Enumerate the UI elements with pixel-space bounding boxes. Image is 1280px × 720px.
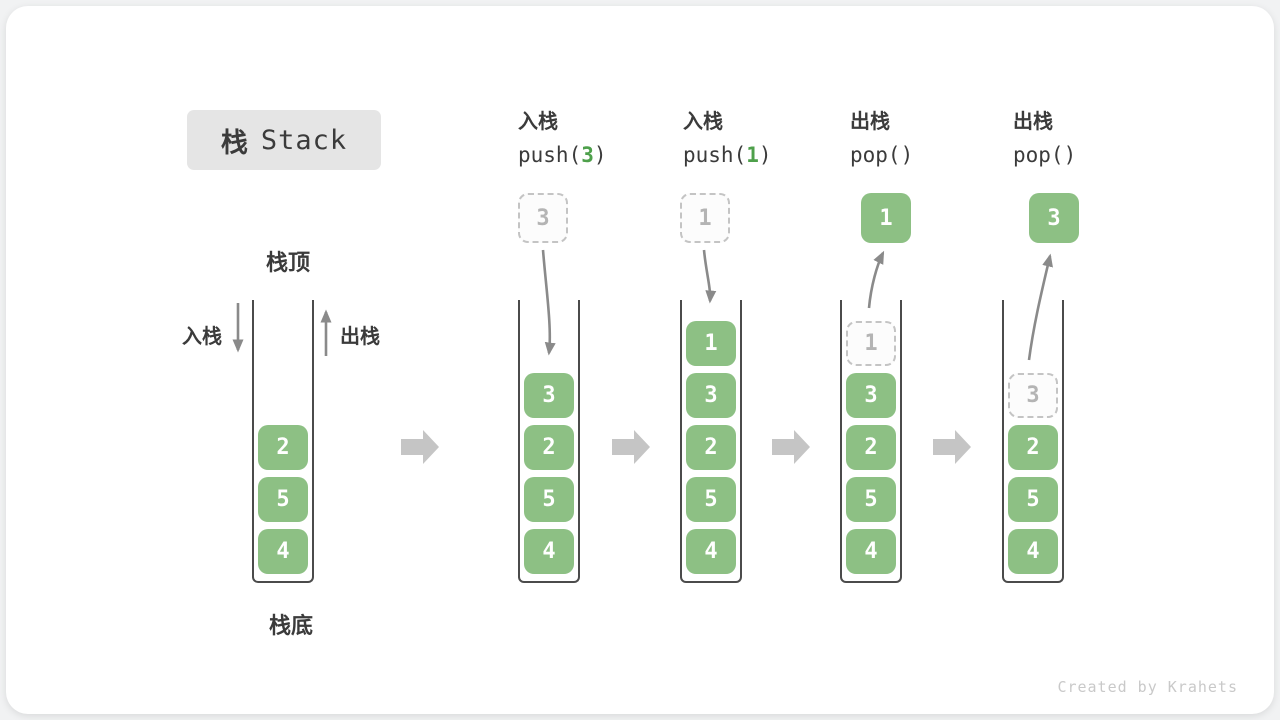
- stack-container-initial: [252, 300, 314, 583]
- stack-item: 5: [524, 477, 574, 522]
- stage-op-code-arg: 3: [581, 143, 594, 167]
- stack-item: 1: [686, 321, 736, 366]
- stage-op-cn: 入栈: [518, 111, 558, 133]
- push-side-label: 入栈: [182, 326, 222, 348]
- stage-op-code-pre: push(: [683, 143, 747, 167]
- stack-item: 3: [524, 373, 574, 418]
- stack-item: 3: [846, 373, 896, 418]
- stack-item: 2: [686, 425, 736, 470]
- stage-op-code: pop(): [850, 143, 913, 167]
- stack-slot-dashed: 1: [846, 321, 896, 366]
- stack-item: 5: [686, 477, 736, 522]
- stack-item: 3: [686, 373, 736, 418]
- stack-slot-dashed: 3: [1008, 373, 1058, 418]
- stack-container-pop-1: [840, 300, 902, 583]
- stack-item: 4: [524, 529, 574, 574]
- stage-op-code: pop(): [1013, 143, 1076, 167]
- stage-op-pop-3: 出栈 pop(): [1013, 105, 1076, 167]
- stack-container-push-3: [518, 300, 580, 583]
- stage-op-cn: 出栈: [850, 111, 890, 133]
- stack-item: 2: [846, 425, 896, 470]
- stack-item: 4: [686, 529, 736, 574]
- stack-top-label: 栈顶: [265, 250, 311, 275]
- stack-item: 5: [258, 477, 308, 522]
- stage-op-code-post: ): [758, 143, 772, 167]
- stack-item: 5: [1008, 477, 1058, 522]
- floating-value-push-1: 1: [680, 193, 730, 243]
- stage-op-code: push(1): [683, 143, 772, 167]
- stack-item: 4: [846, 529, 896, 574]
- stage-op-cn: 出栈: [1013, 111, 1053, 133]
- title-cn: 栈: [220, 127, 248, 158]
- stage-op-push-3: 入栈 push(3): [518, 105, 607, 167]
- stack-item: 2: [1008, 425, 1058, 470]
- stack-item: 4: [1008, 529, 1058, 574]
- pop-side-label: 出栈: [340, 326, 380, 348]
- stack-item: 4: [258, 529, 308, 574]
- floating-value-pop-3: 3: [1029, 193, 1079, 243]
- stage-op-code: push(3): [518, 143, 607, 167]
- stack-item: 2: [258, 425, 308, 470]
- stage-op-push-1: 入栈 push(1): [683, 105, 772, 167]
- title-en: Stack: [260, 124, 348, 156]
- watermark: Created by Krahets: [1057, 678, 1238, 696]
- stack-item: 5: [846, 477, 896, 522]
- title-badge: 栈 Stack: [187, 110, 381, 170]
- stack-item: 2: [524, 425, 574, 470]
- stack-container-pop-3: [1002, 300, 1064, 583]
- stage-op-code-pre: push(: [518, 143, 582, 167]
- stage-op-code-post: ): [593, 143, 607, 167]
- stage-op-code-arg: 1: [746, 143, 759, 167]
- stage-op-cn: 入栈: [683, 111, 723, 133]
- stack-container-push-1: [680, 300, 742, 583]
- stage-op-code-pre: pop(): [1013, 143, 1077, 167]
- stack-bottom-label: 栈底: [268, 613, 314, 638]
- floating-value-push-3: 3: [518, 193, 568, 243]
- stage-op-code-pre: pop(): [850, 143, 914, 167]
- floating-value-pop-1: 1: [861, 193, 911, 243]
- stage-op-pop-1: 出栈 pop(): [850, 105, 913, 167]
